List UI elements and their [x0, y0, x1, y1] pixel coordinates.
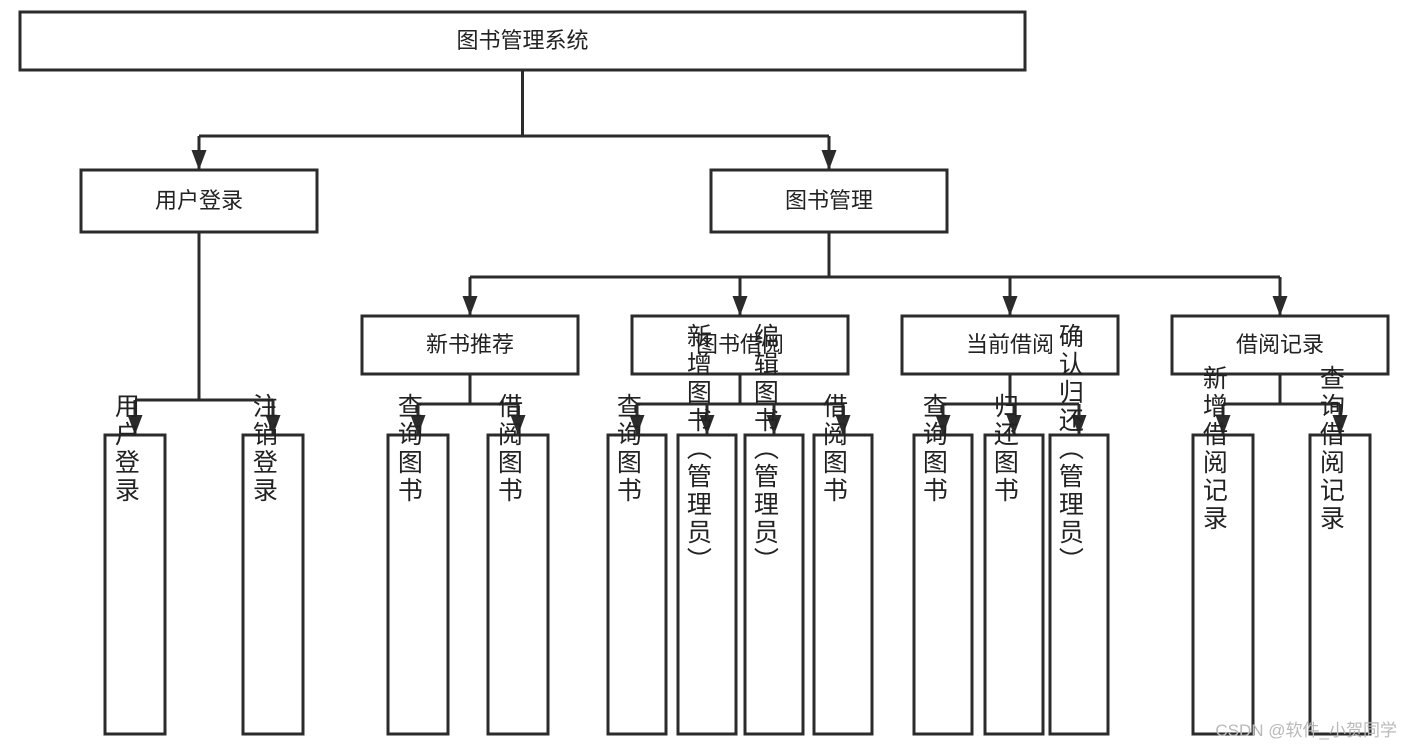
node-root-box[interactable]: [18, 10, 1027, 72]
node-leaf-10-box[interactable]: [1048, 433, 1110, 736]
arrow-head-icon: [699, 415, 715, 435]
node-leaf-1-label: 注销登录: [249, 393, 278, 505]
node-leaf-5-box[interactable]: [676, 433, 738, 736]
node-level2-1[interactable]: 图书管理: [709, 168, 949, 234]
node-leaf-3-box[interactable]: [486, 433, 550, 736]
node-level3-0-label: 新书推荐: [426, 332, 514, 357]
node-leaf-8-box[interactable]: [912, 433, 974, 736]
node-leaf-4-box[interactable]: [606, 433, 668, 736]
node-leaf-11-label: 新增借阅记录: [1199, 365, 1228, 533]
node-leaf-2-label: 查询图书: [394, 393, 423, 505]
node-root-label: 图书管理系统: [456, 28, 588, 53]
node-leaf-0-label: 用户登录: [111, 393, 140, 505]
arrow-head-icon: [1071, 415, 1087, 435]
node-leaf-6[interactable]: 编辑图书（管理员）: [743, 323, 805, 736]
node-leaf-8-label: 查询图书: [919, 393, 948, 505]
node-level3-2-box[interactable]: [900, 314, 1120, 376]
node-leaf-8[interactable]: 查询图书: [912, 393, 974, 736]
node-root[interactable]: 图书管理系统: [18, 10, 1027, 72]
node-leaf-7-label: 借阅图书: [819, 393, 848, 505]
node-level3-3-label: 借阅记录: [1236, 332, 1324, 357]
arrow-head-icon: [127, 415, 143, 435]
node-leaf-11[interactable]: 新增借阅记录: [1191, 365, 1255, 736]
arrow-head-icon: [410, 415, 426, 435]
node-leaf-10[interactable]: 确认归还（管理员）: [1048, 323, 1110, 736]
node-leaf-9-box[interactable]: [983, 433, 1045, 736]
node-leaf-4-label: 查询图书: [613, 393, 642, 505]
arrow-head-icon: [510, 415, 526, 435]
node-level3-1-label: 图书借阅: [696, 332, 784, 357]
arrow-head-icon: [191, 150, 207, 170]
node-level3-3-box[interactable]: [1170, 314, 1390, 376]
node-leaf-4[interactable]: 查询图书: [606, 393, 668, 736]
node-level2-1-box[interactable]: [709, 168, 949, 234]
node-leaf-0-box[interactable]: [103, 433, 167, 736]
node-level3-1[interactable]: 图书借阅: [630, 314, 850, 376]
node-leaf-11-box[interactable]: [1191, 433, 1255, 736]
node-level3-3[interactable]: 借阅记录: [1170, 314, 1390, 376]
node-level3-0[interactable]: 新书推荐: [360, 314, 580, 376]
arrow-head-icon: [1272, 296, 1288, 316]
node-leaf-9[interactable]: 归还图书: [983, 393, 1045, 736]
node-leaf-7-box[interactable]: [812, 433, 874, 736]
node-leaf-5[interactable]: 新增图书（管理员）: [676, 323, 738, 736]
node-level2-0-box[interactable]: [79, 168, 319, 234]
node-leaf-2[interactable]: 查询图书: [386, 393, 450, 736]
node-leaf-6-box[interactable]: [743, 433, 805, 736]
node-level3-0-box[interactable]: [360, 314, 580, 376]
arrow-head-icon: [462, 296, 478, 316]
node-layer: 图书管理系统用户登录图书管理新书推荐图书借阅当前借阅借阅记录用户登录注销登录查询…: [18, 10, 1390, 736]
node-leaf-0[interactable]: 用户登录: [103, 393, 167, 736]
node-leaf-3[interactable]: 借阅图书: [486, 393, 550, 736]
node-level2-1-label: 图书管理: [785, 188, 873, 213]
node-leaf-12[interactable]: 查询借阅记录: [1308, 365, 1372, 736]
arrow-head-icon: [766, 415, 782, 435]
node-level3-2-label: 当前借阅: [966, 332, 1054, 357]
arrow-head-icon: [1215, 415, 1231, 435]
node-leaf-1-box[interactable]: [241, 433, 305, 736]
node-level2-0-label: 用户登录: [155, 188, 243, 213]
arrow-head-icon: [935, 415, 951, 435]
arrow-head-icon: [835, 415, 851, 435]
node-leaf-7[interactable]: 借阅图书: [812, 393, 874, 736]
node-level3-2[interactable]: 当前借阅: [900, 314, 1120, 376]
node-leaf-10-label: 确认归还（管理员）: [1055, 323, 1084, 575]
node-leaf-12-label: 查询借阅记录: [1316, 365, 1345, 533]
arrow-head-icon: [1332, 415, 1348, 435]
arrow-head-icon: [629, 415, 645, 435]
arrow-head-icon: [1006, 415, 1022, 435]
connector-layer: [127, 70, 1348, 435]
arrow-head-icon: [1002, 296, 1018, 316]
node-leaf-5-label: 新增图书（管理员）: [683, 323, 712, 575]
arrow-head-icon: [821, 150, 837, 170]
node-level2-0[interactable]: 用户登录: [79, 168, 319, 234]
arrow-head-icon: [265, 415, 281, 435]
node-leaf-12-box[interactable]: [1308, 433, 1372, 736]
arrow-head-icon: [732, 296, 748, 316]
node-leaf-2-box[interactable]: [386, 433, 450, 736]
node-level3-1-box[interactable]: [630, 314, 850, 376]
node-leaf-3-label: 借阅图书: [494, 393, 523, 505]
node-leaf-6-label: 编辑图书（管理员）: [750, 323, 779, 575]
node-leaf-1[interactable]: 注销登录: [241, 393, 305, 736]
node-leaf-9-label: 归还图书: [990, 393, 1019, 505]
